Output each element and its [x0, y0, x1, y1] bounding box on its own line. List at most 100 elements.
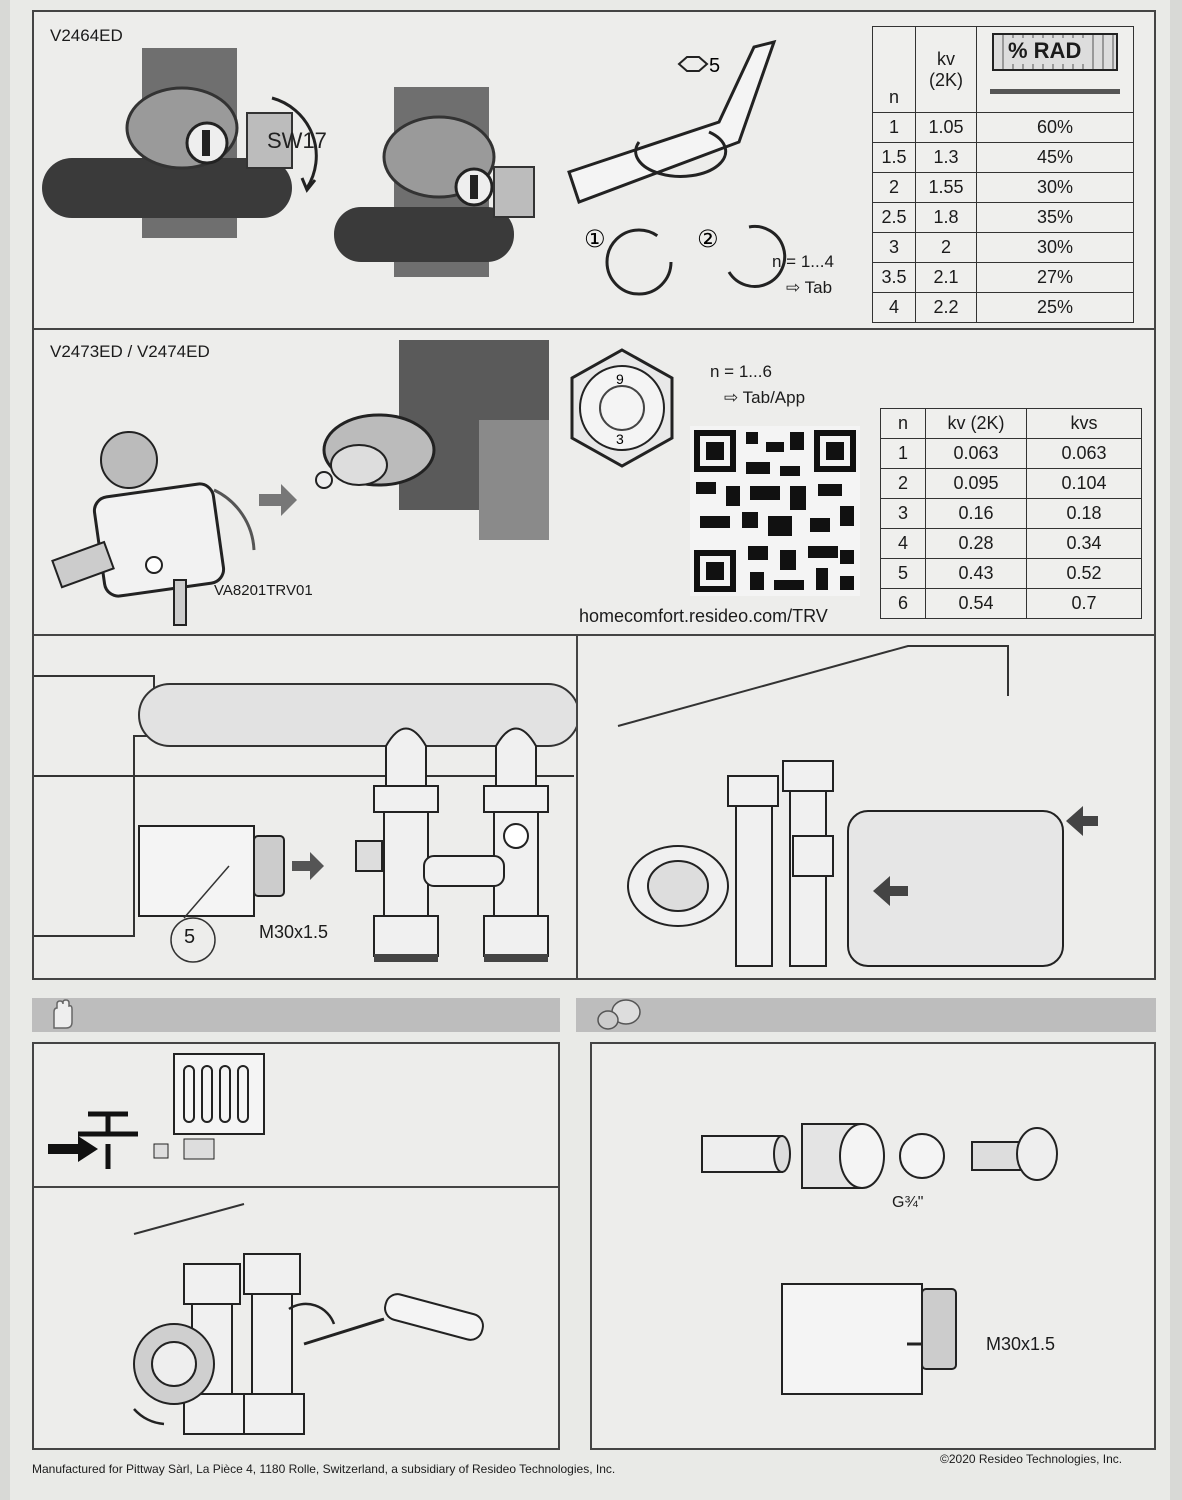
panel-v2464ed: V2464ED SW17 5 — [32, 10, 1156, 330]
table-cell: 0.7 — [1026, 588, 1142, 619]
valve-with-head-illustration — [617, 645, 1098, 967]
arrow-right-icon — [259, 484, 297, 516]
col-header-kv: kv (2K) — [915, 26, 977, 113]
table-cell: 3 — [872, 232, 916, 263]
panel-v2473ed-v2474ed: V2473ED / V2474ED VA8201TRV01 9 3 — [32, 328, 1156, 636]
panel-manual-adjust — [32, 1042, 560, 1450]
table-cell: 60% — [976, 112, 1134, 143]
table-cell: 1 — [872, 112, 916, 143]
arrow-left-icon — [1066, 806, 1098, 836]
section-header-bar-right — [576, 998, 1156, 1032]
radiator-valve-illustration — [34, 675, 580, 963]
hex-size-label: 5 — [709, 55, 720, 77]
url-link[interactable]: homecomfort.resideo.com/TRV — [579, 606, 828, 626]
arrow-right-icon — [292, 852, 324, 880]
table-cell: 0.095 — [925, 468, 1027, 499]
dial-digit-bottom: 3 — [616, 431, 624, 447]
table-reference: ⇨ Tab — [786, 278, 833, 297]
table-cell: 0.28 — [925, 528, 1027, 559]
table-cell: 30% — [976, 172, 1134, 203]
n-range-label: n = 1...6 — [710, 362, 772, 381]
instruction-sheet: V2464ED SW17 5 — [10, 0, 1170, 1500]
table-cell: 2 — [880, 468, 926, 499]
panel-mount-head: 5 M30x1.5 — [32, 634, 580, 980]
table-cell: 1.5 — [872, 142, 916, 173]
tool-label: VA8201TRV01 — [214, 582, 313, 599]
table-cell: 1.55 — [915, 172, 977, 203]
valve-insert-illustration — [315, 340, 549, 540]
table-cell: 0.34 — [1026, 528, 1142, 559]
nut-icon — [597, 999, 641, 1030]
valve-illustration-1: SW17 — [42, 48, 327, 238]
pipe-thread-label: G¾" — [892, 1194, 924, 1211]
panel-adapter: G¾" M30x1.5 — [590, 1042, 1156, 1450]
table-cell: 3 — [880, 498, 926, 529]
valve-pair-icon — [990, 75, 1120, 94]
dial-digit-top: 9 — [616, 371, 624, 387]
thermostat-head-illustration — [781, 1283, 957, 1395]
table-cell: 35% — [976, 202, 1134, 233]
table-cell: 2.2 — [915, 292, 977, 323]
rad-percent-label: % RAD — [1004, 38, 1086, 64]
col-header-kvs: kvs — [1026, 408, 1142, 439]
table-cell: 0.18 — [1026, 498, 1142, 529]
table-cell: 0.104 — [1026, 468, 1142, 499]
table-cell: 1.05 — [915, 112, 977, 143]
step-1-label: ① — [584, 225, 606, 253]
hex-key-illustration: 5 ① ② — [567, 39, 787, 296]
table-cell: 0.063 — [925, 438, 1027, 469]
reference-label: ⇨ Tab/App — [724, 388, 806, 407]
arrow-left-icon — [873, 876, 908, 906]
table-cell: 0.16 — [925, 498, 1027, 529]
table-cell: 0.52 — [1026, 558, 1142, 589]
divider — [34, 1186, 558, 1188]
setting-number-label: 5 — [184, 926, 196, 948]
table-cell: 1.3 — [915, 142, 977, 173]
manufacturer-note: Manufactured for Pittway Sàrl, La Pièce … — [32, 1462, 616, 1476]
table-cell: 2 — [915, 232, 977, 263]
table-cell: 0.54 — [925, 588, 1027, 619]
hex-icon — [677, 56, 709, 72]
section-header-bar-left — [32, 998, 560, 1032]
valve-illustration-2 — [334, 87, 535, 277]
hand-icon — [53, 999, 73, 1029]
table-cell: 45% — [976, 142, 1134, 173]
table-cell: 1.8 — [915, 202, 977, 233]
col-header-n: n — [880, 408, 926, 439]
copyright: ©2020 Resideo Technologies, Inc. — [940, 1452, 1123, 1466]
radiator-icon — [153, 1053, 265, 1160]
table-cell: 3.5 — [872, 262, 916, 293]
thread-label: M30x1.5 — [259, 922, 329, 942]
table-cell: 2 — [872, 172, 916, 203]
adapter-parts-illustration — [701, 1123, 1058, 1189]
presetting-tool-illustration — [51, 431, 256, 626]
table-cell: 27% — [976, 262, 1134, 293]
model-label: V2473ED / V2474ED — [50, 342, 210, 361]
table-cell: 30% — [976, 232, 1134, 263]
table-cell: 2.1 — [915, 262, 977, 293]
table-cell: 4 — [872, 292, 916, 323]
thread-label: M30x1.5 — [986, 1334, 1056, 1354]
table-cell: 0.063 — [1026, 438, 1142, 469]
n-range-label: n = 1...4 — [772, 252, 834, 271]
step-2-label: ② — [697, 225, 719, 253]
table-cell: 25% — [976, 292, 1134, 323]
table-cell: 6 — [880, 588, 926, 619]
valve-adjust-illustration — [133, 1203, 484, 1435]
model-label: V2464ED — [50, 26, 123, 45]
col-header-kv: kv (2K) — [925, 408, 1027, 439]
